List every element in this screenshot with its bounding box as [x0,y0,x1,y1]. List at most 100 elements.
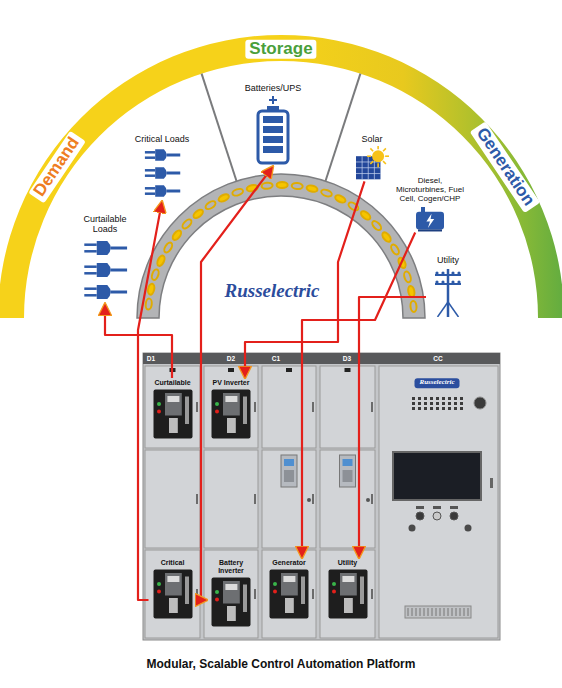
indicator-dot [418,397,421,400]
vent-slot [456,608,457,616]
pole-icon [433,267,463,317]
nameplate [286,368,292,372]
door-panel [320,450,375,548]
node-label: PV Inverter [207,379,255,387]
relay-keys [284,470,294,482]
indicator-dot [454,402,457,405]
chain-link [334,194,347,204]
chain-link [204,200,217,211]
vent-slot [408,608,409,616]
vent-slot [436,608,437,616]
lightning [426,213,434,227]
door-panel [204,366,258,448]
door-panel [320,550,375,638]
sun-ray [377,164,379,168]
sun-ray [370,161,373,164]
status-led [215,410,219,414]
cabinet-body [143,353,500,640]
door-panel [262,450,316,548]
cross-arm [435,283,461,285]
breaker-frame [328,570,367,619]
node-label: Generator [265,559,313,567]
generator-body [416,211,444,229]
door-panel [145,550,200,638]
vent-slot [440,608,441,616]
trip-display [167,396,179,402]
cross-arm [435,274,461,276]
pole-brace [438,302,449,317]
chain-link [371,220,383,232]
side-plate [301,577,305,605]
indicator-dot [412,397,415,400]
breaker-unit: Generator [265,558,313,620]
status-led [332,590,336,594]
sector-divider [202,74,237,181]
indicator-dot [430,397,433,400]
side-plate [185,577,189,605]
plug-body [155,186,167,198]
load-group: Curtailable Loads [70,213,140,304]
chain-link [145,298,152,310]
solar-icon [355,146,389,180]
status-led [215,402,219,406]
door-handle [371,589,373,599]
vent-slot [420,608,421,616]
door-panel [262,550,316,638]
indicator-dot [448,407,451,410]
gen-icon [415,206,445,232]
breaker-icon [328,569,368,619]
plug-prong [145,175,155,178]
insulator [441,272,444,275]
breaker-frame [153,570,192,619]
indicator-dot [442,407,445,410]
indicator-dot [424,397,427,400]
chain-link [156,254,166,267]
indicator-dot [460,397,463,400]
indicator-dot [418,407,421,410]
trip-unit [165,573,182,596]
trip-unit [281,573,298,596]
breaker-icon [211,577,251,627]
sun-ray [385,156,389,158]
vent-slot [444,608,445,616]
node-label: Utility [426,255,470,265]
chain-link [192,208,204,220]
breaker-frame [212,578,251,627]
status-led [215,590,219,594]
node-label: Diesel, Microturbines, Fuel Cell, Cogen/… [393,176,467,204]
plug-icon [143,146,181,200]
trip-unit [165,393,182,416]
door-handle [254,589,256,599]
door-panel [262,366,316,448]
plug-prong [84,243,96,246]
section-id: C1 [272,355,280,362]
plug-body [155,168,167,180]
chain-link [359,210,371,222]
section-id: D3 [343,355,351,362]
plug-prong [84,250,96,253]
trip-unit [223,393,240,416]
battery-icon [256,95,290,165]
vent-slot [468,608,469,616]
panel-grid [356,173,380,174]
node-label: Critical [149,559,197,567]
trip-display [283,576,295,582]
plug-cord [111,290,128,293]
push-button [450,512,458,520]
chain-link [291,182,303,189]
relay-device [281,455,297,487]
brand-badge: Russelectric [415,378,460,388]
relay-screen [284,459,294,466]
band-title: Demand [28,131,85,204]
charge-bar [263,146,283,153]
status-led [157,590,161,594]
indicator-dot [436,407,439,410]
header-strip [143,353,500,364]
door-handle [196,402,198,412]
key-lock [307,498,311,502]
node-label: Solar [347,134,397,144]
vent-slot [428,608,429,616]
breaker-icon [153,389,193,439]
charge-bar [263,116,283,123]
